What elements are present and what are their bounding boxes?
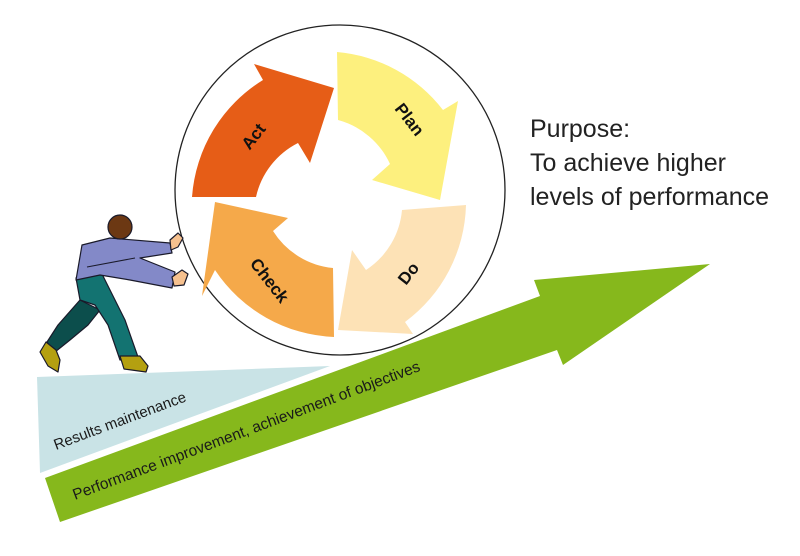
plan-arrow — [337, 52, 458, 200]
purpose-line-1: To achieve higher — [530, 149, 726, 177]
person-hand-lower — [171, 269, 189, 287]
person-pushing-figure — [39, 214, 189, 373]
do-arrow — [338, 205, 466, 334]
performance-improvement-arrow — [45, 264, 710, 522]
person-arm-line — [86, 257, 136, 268]
person-back-shoe — [39, 341, 61, 373]
person-head — [107, 214, 133, 240]
check-arrow — [202, 202, 334, 337]
results-maintenance-wedge — [37, 366, 330, 473]
person-hand-upper — [169, 232, 184, 251]
purpose-statement: Purpose: To achieve higher levels of per… — [530, 112, 769, 214]
person-back-leg — [46, 299, 101, 353]
purpose-heading: Purpose: — [530, 115, 631, 143]
person-torso — [75, 237, 176, 289]
act-arrow — [192, 64, 334, 197]
person-front-shoe — [119, 355, 149, 373]
purpose-line-2: levels of performance — [530, 183, 770, 211]
